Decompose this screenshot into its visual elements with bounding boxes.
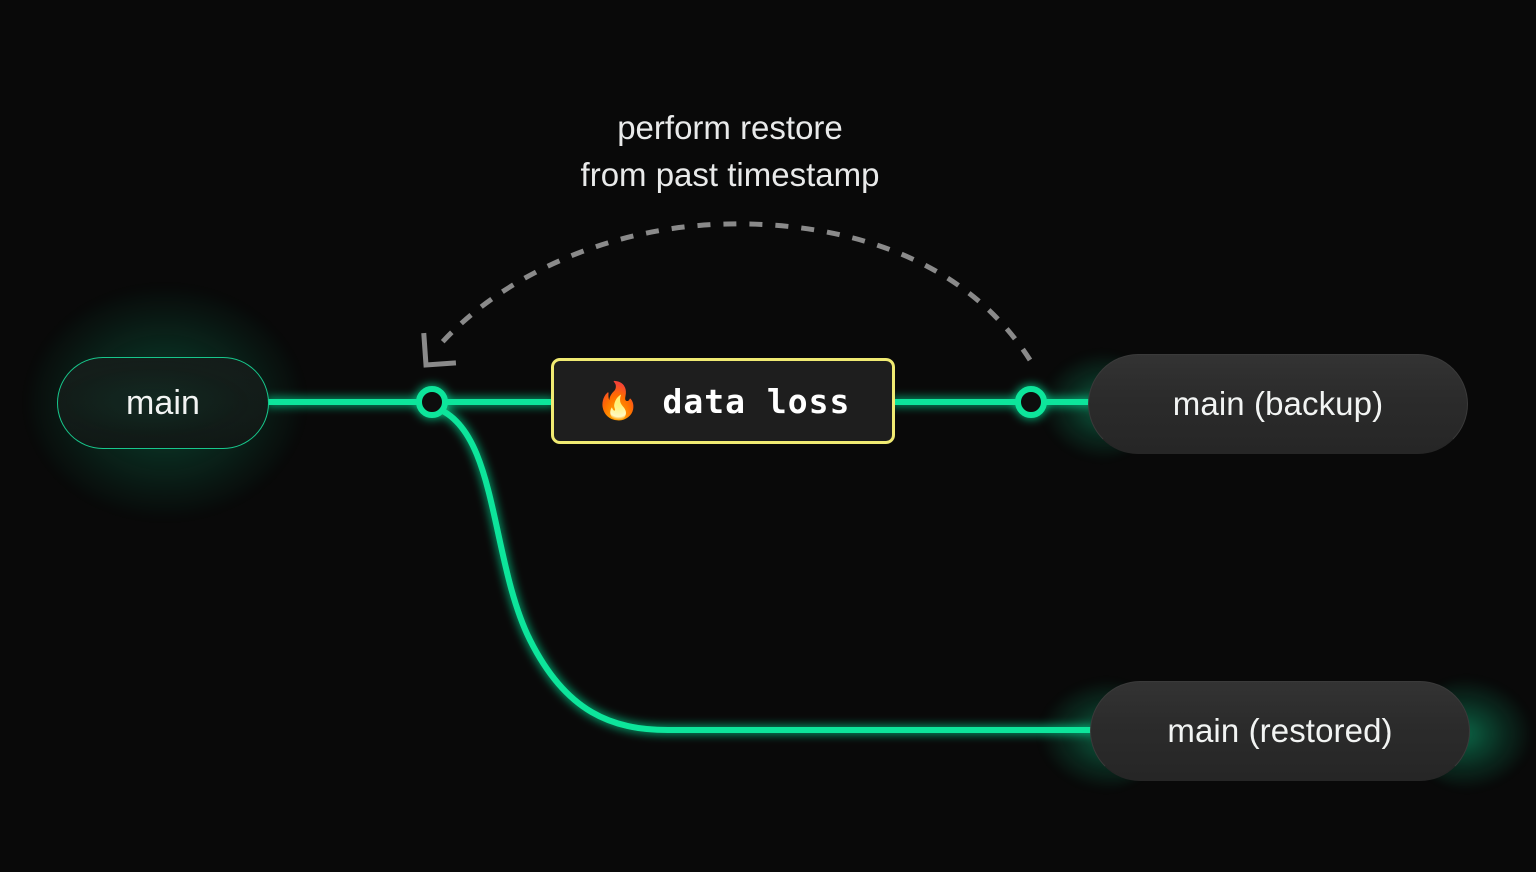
branch-point-node (416, 386, 448, 418)
fire-icon: 🔥 (595, 380, 641, 421)
backup-point-node (1015, 386, 1047, 418)
restore-arrow-head-icon (421, 332, 457, 368)
annotation-line-2: from past timestamp (580, 156, 880, 193)
restore-arrow-arc (435, 221, 1033, 362)
node-main-label: main (125, 383, 201, 422)
node-data-loss-label: data loss (662, 381, 851, 421)
node-main-backup[interactable]: main (backup) (1088, 354, 1468, 454)
annotation-line-1: perform restore (617, 109, 843, 146)
restore-annotation-text: perform restore from past timestamp (0, 104, 1460, 198)
node-main-backup-label: main (backup) (1172, 385, 1384, 422)
node-main-restored-label: main (restored) (1167, 712, 1393, 749)
node-main[interactable]: main (57, 357, 269, 449)
node-main-restored[interactable]: main (restored) (1090, 681, 1470, 781)
edge-branch-to-restored (433, 405, 1097, 733)
node-data-loss[interactable]: 🔥 data loss (551, 358, 895, 444)
